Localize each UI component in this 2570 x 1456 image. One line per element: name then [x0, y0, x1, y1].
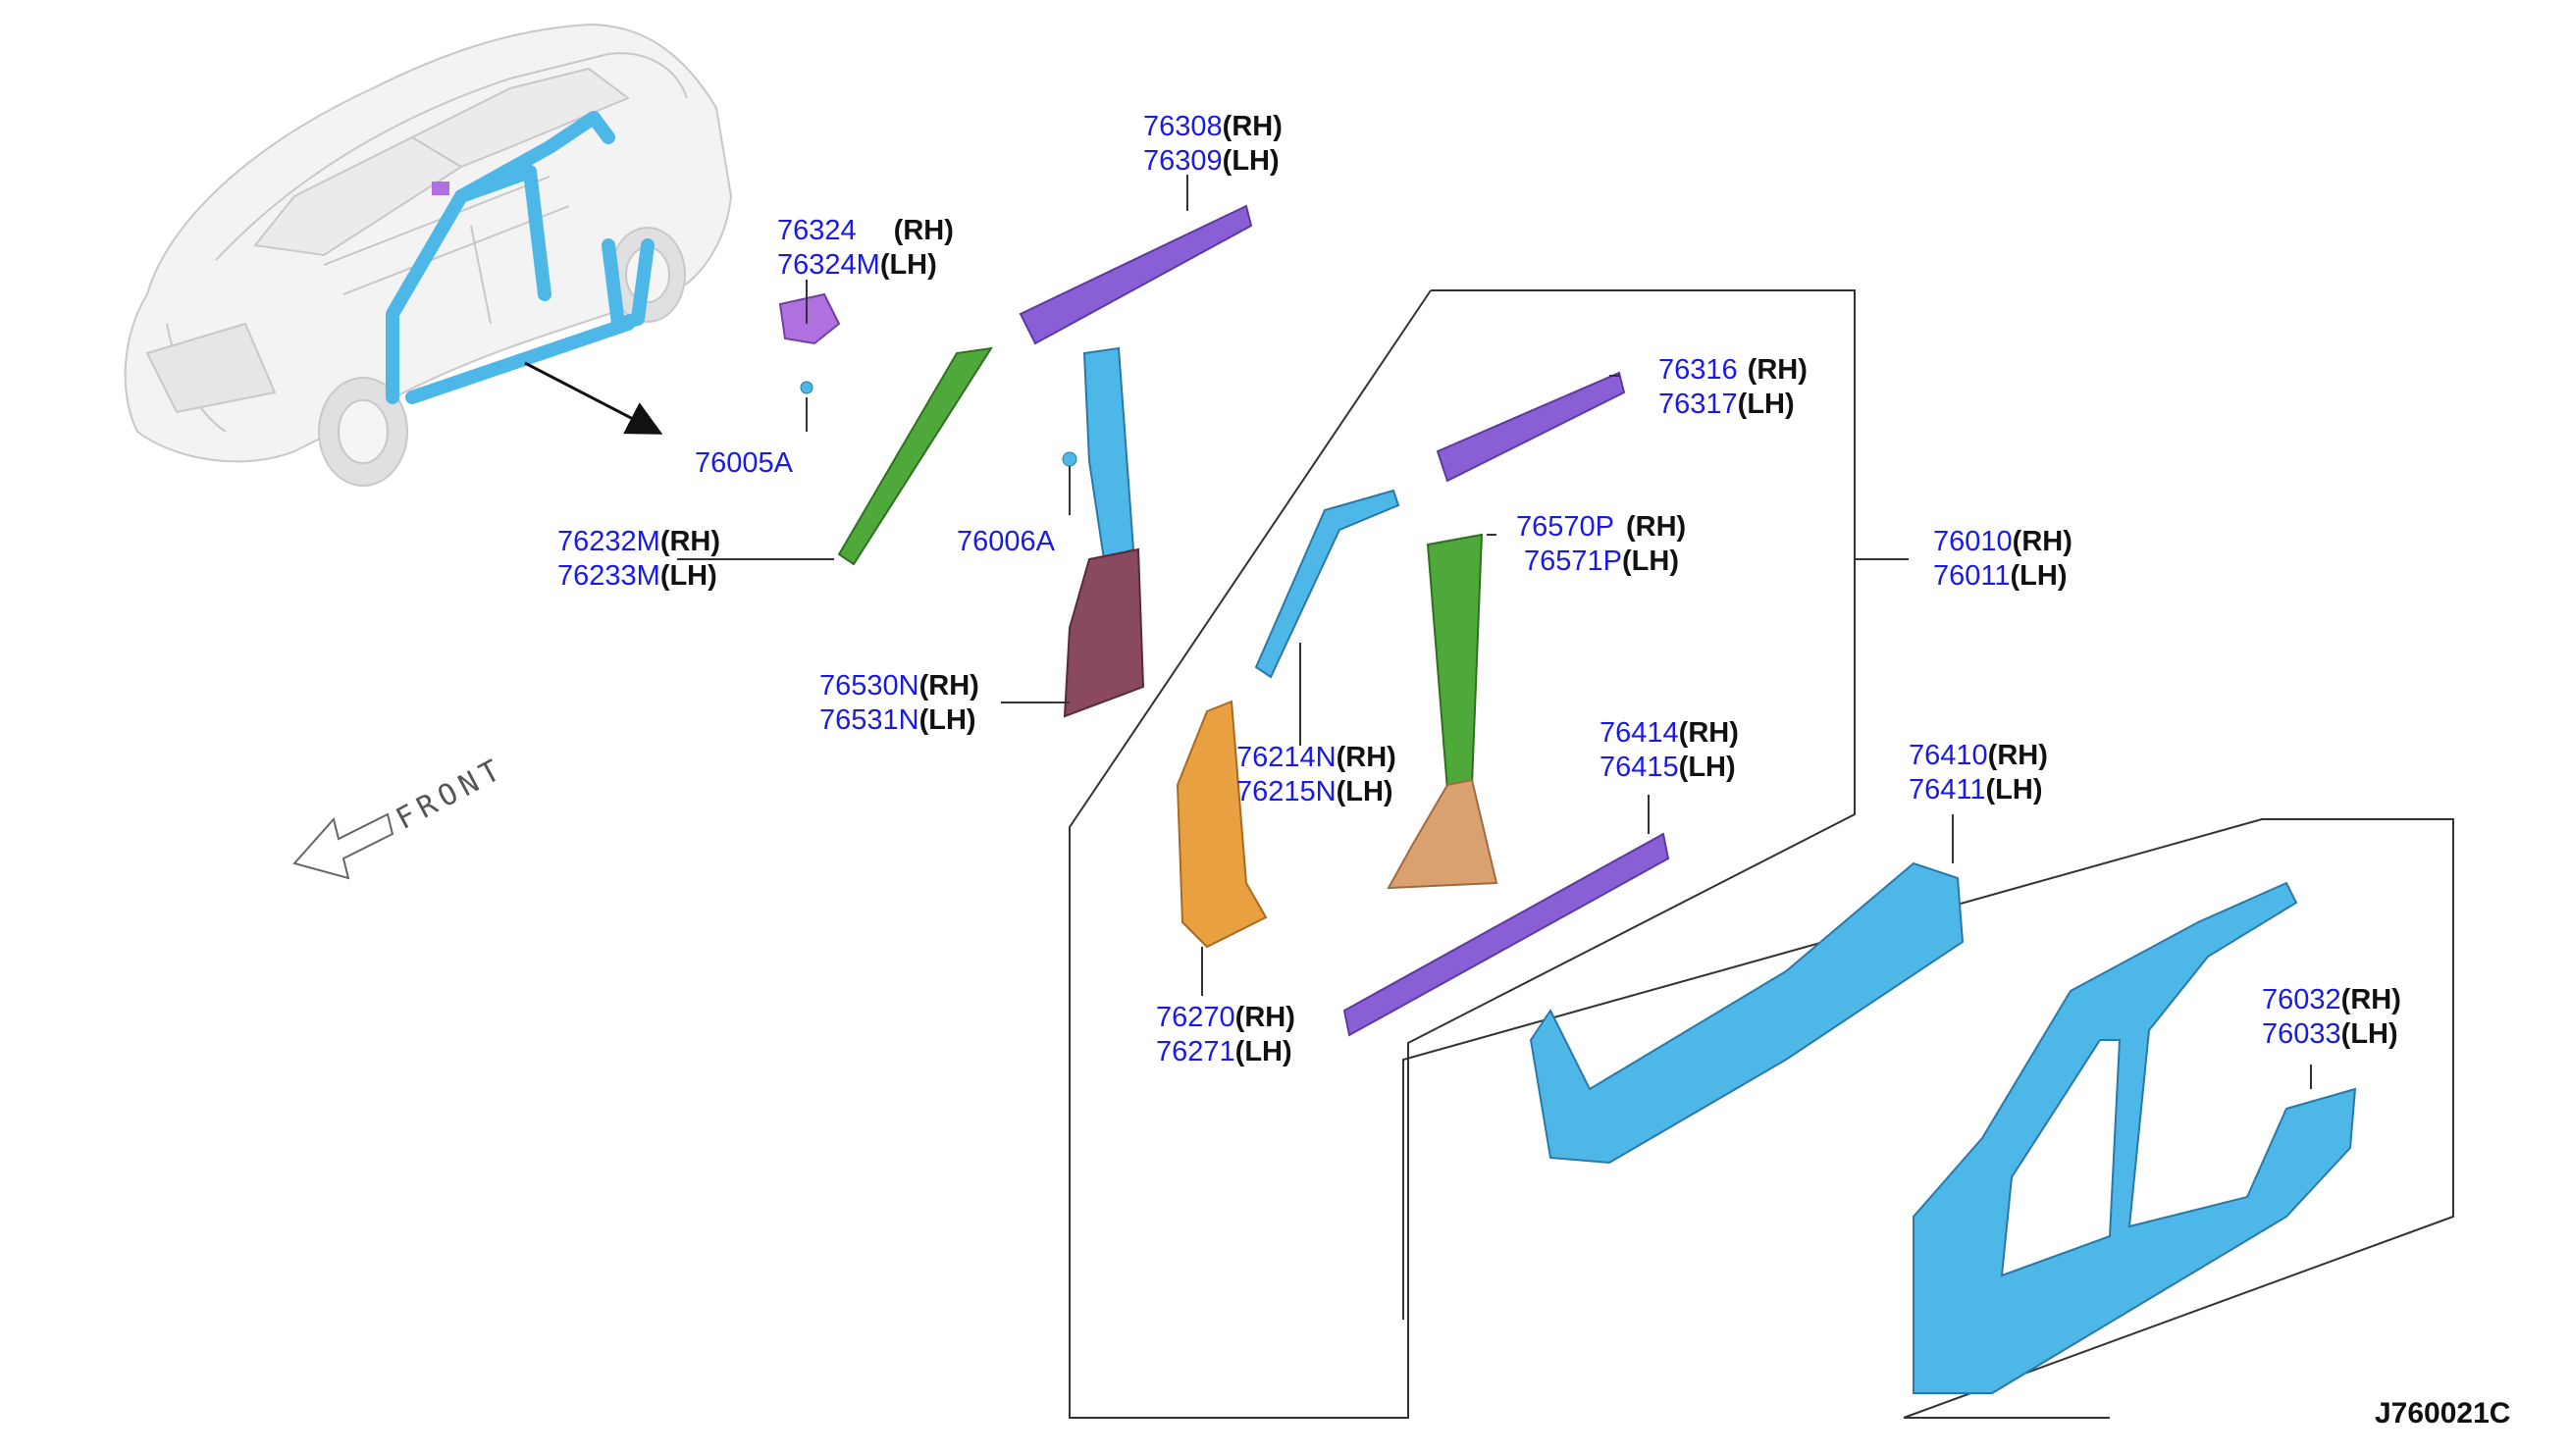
part-center-pillar-inner[interactable] [1082, 346, 1135, 561]
side-label: (RH) [1222, 111, 1283, 142]
side-label: (LH) [1336, 776, 1393, 807]
side-label: (RH) [2340, 984, 2401, 1015]
side-label: (LH) [1985, 774, 2043, 806]
part-76270-hinge-pillar[interactable] [1176, 700, 1268, 949]
part-number: 76316 [1658, 354, 1738, 386]
side-label: (LH) [1678, 752, 1736, 783]
part-number: 76270 [1156, 1002, 1235, 1033]
callout-76005a: 76005A [695, 446, 793, 481]
part-number: 76006A [957, 526, 1055, 557]
part-number: 76324M [777, 249, 880, 281]
part-76032-body-side-outer[interactable] [1913, 881, 2357, 1394]
part-number: 76032 [2262, 984, 2341, 1015]
side-label: (RH) [1626, 511, 1687, 543]
part-76530n-pillar-lower[interactable] [1063, 547, 1145, 718]
assembly-frame-outer [1069, 289, 1856, 1419]
part-76570p-center-pillar[interactable] [1426, 533, 1484, 792]
part-number: 76410 [1909, 740, 1988, 771]
side-label: (LH) [1737, 389, 1795, 420]
callout-76316: 76316 (RH) 76317(LH) [1658, 353, 1808, 422]
part-number: 76232M [557, 526, 660, 557]
leader-lines [677, 175, 2312, 1089]
diagram-code: J760021C [2375, 1397, 2511, 1430]
part-76414-sill-inner[interactable] [1342, 832, 1670, 1037]
part-number: 76570P [1516, 511, 1614, 543]
part-number: 76308 [1143, 111, 1223, 142]
callout-76414: 76414(RH) 76415(LH) [1600, 716, 1739, 785]
side-label: (LH) [1234, 1036, 1292, 1067]
part-76032-door-opening [2000, 1039, 2122, 1277]
part-number: 76011 [1933, 560, 2011, 592]
side-label: (RH) [1987, 740, 2048, 771]
part-number: 76324 [777, 215, 857, 246]
part-76410-sill-outer[interactable] [1529, 861, 1965, 1165]
callout-76270: 76270(RH) 76271(LH) [1156, 1001, 1295, 1069]
part-76005a-clip[interactable] [800, 381, 813, 394]
side-label: (RH) [1678, 717, 1739, 749]
part-number: 76309 [1143, 145, 1223, 177]
part-number: 76414 [1600, 717, 1679, 749]
side-label: (RH) [659, 526, 721, 557]
part-number: 76415 [1600, 752, 1679, 783]
part-76324-bracket[interactable] [778, 292, 841, 345]
callout-76010: 76010(RH) 76011(LH) [1933, 525, 2072, 594]
part-number: 76033 [2262, 1018, 2341, 1050]
side-label: (LH) [2340, 1018, 2398, 1050]
part-number: 76531N [819, 704, 919, 736]
part-number: 76010 [1933, 526, 2013, 557]
vehicle-highlight-bracket [432, 182, 449, 195]
part-number: 76571P [1524, 546, 1622, 577]
side-label: (LH) [2010, 560, 2068, 592]
part-number: 76215N [1236, 776, 1337, 807]
side-label: (RH) [1234, 1002, 1295, 1033]
side-label: (LH) [879, 249, 937, 281]
part-number: 76214N [1236, 742, 1337, 773]
callout-76232m: 76232M(RH) 76233M(LH) [557, 525, 720, 594]
callout-76410: 76410(RH) 76411(LH) [1909, 739, 2048, 807]
callout-76214n: 76214N(RH) 76215N(LH) [1236, 741, 1396, 809]
part-76214n-front-pillar-inner[interactable] [1254, 489, 1400, 679]
callout-76308: 76308(RH) 76309(LH) [1143, 110, 1283, 179]
side-label: (LH) [1222, 145, 1280, 177]
callout-76570p: 76570P (RH) 76571P(LH) [1516, 510, 1686, 579]
side-label: (RH) [893, 215, 954, 246]
part-number: 76233M [557, 560, 660, 592]
assembly-frame-inner [1402, 818, 2454, 1419]
part-number: 76317 [1658, 389, 1738, 420]
side-label: (RH) [2012, 526, 2072, 557]
callout-76006a: 76006A [957, 525, 1055, 559]
part-number: 76411 [1909, 774, 1986, 806]
side-label: (RH) [1747, 354, 1808, 386]
part-76308-roof-side-rail[interactable] [1019, 204, 1253, 345]
part-76570p-center-pillar-base[interactable] [1387, 778, 1498, 890]
callout-76530n: 76530N(RH) 76531N(LH) [819, 669, 979, 738]
part-number: 76271 [1156, 1036, 1235, 1067]
side-label: (LH) [659, 560, 717, 592]
part-76232m-front-pillar[interactable] [837, 346, 994, 566]
side-label: (LH) [1622, 546, 1679, 577]
side-label: (RH) [918, 670, 979, 702]
callout-76032: 76032(RH) 76033(LH) [2262, 983, 2401, 1052]
part-76316-roof-rail-inner[interactable] [1436, 371, 1626, 483]
vehicle-highlighted-side-frame [386, 111, 655, 404]
part-number: 76530N [819, 670, 919, 702]
callout-76324: 76324 (RH) 76324M(LH) [777, 214, 954, 283]
side-label: (LH) [918, 704, 976, 736]
part-76006a-clip[interactable] [1062, 451, 1077, 467]
pointer-arrow [524, 361, 663, 435]
front-arrow-icon [292, 812, 394, 880]
side-label: (RH) [1336, 742, 1396, 773]
part-number: 76005A [695, 447, 793, 479]
